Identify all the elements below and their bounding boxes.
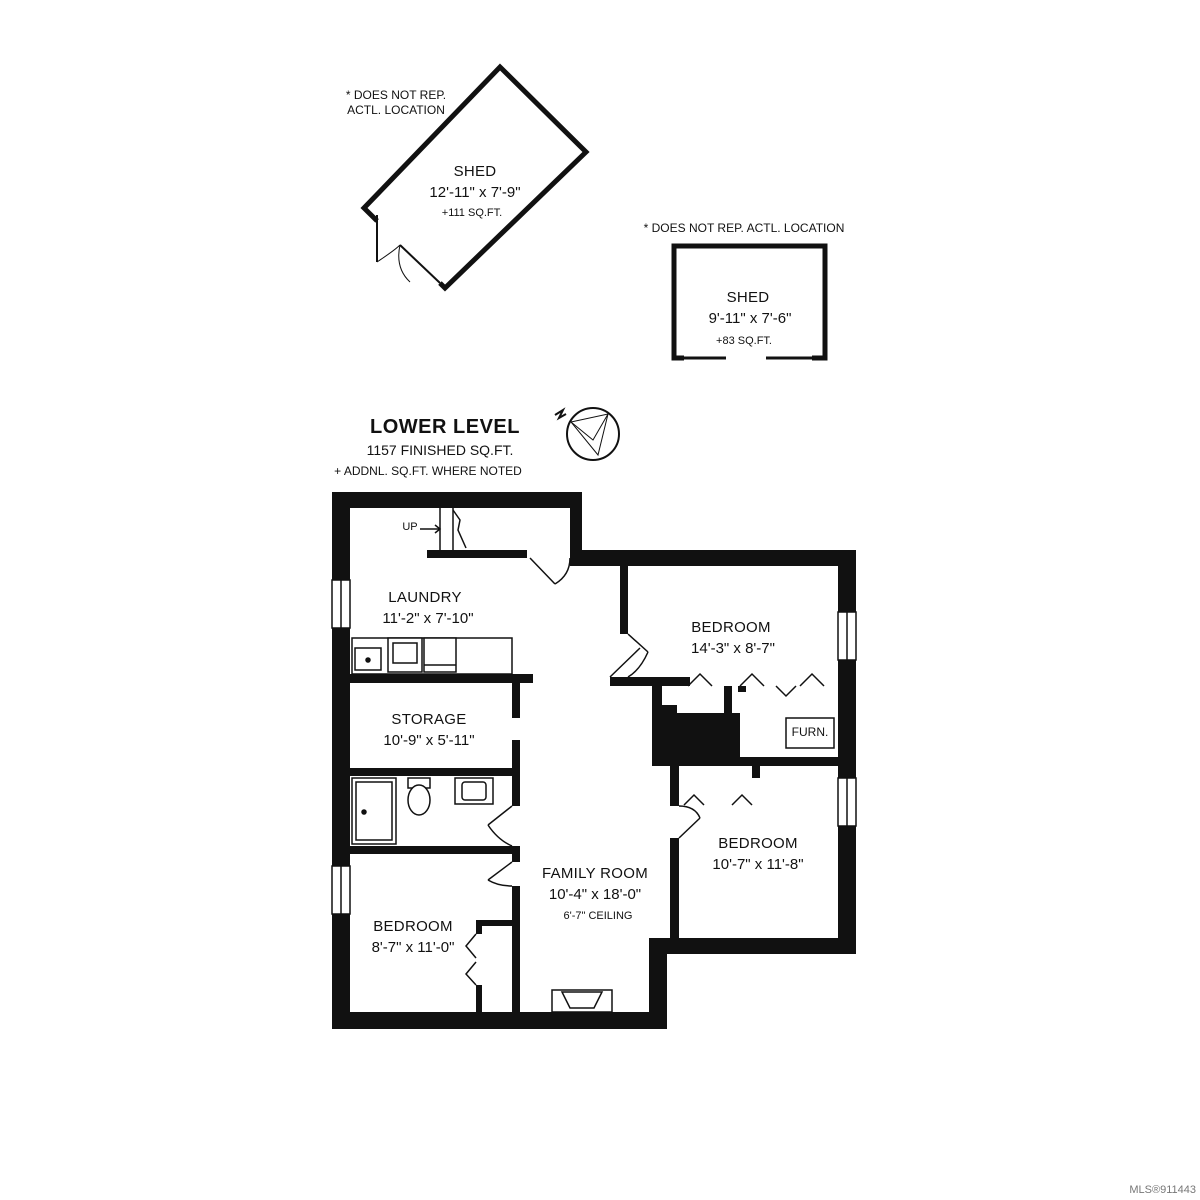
shed-1-name: SHED xyxy=(453,163,497,180)
shed-2-area: +83 SQ.FT. xyxy=(716,335,772,347)
level-title: LOWER LEVEL xyxy=(370,416,520,438)
shed-1-dims: 12'-11" x 7'-9" xyxy=(429,184,521,201)
shed-1-note-line1: * DOES NOT REP. xyxy=(345,88,447,102)
bedroom-left-name: BEDROOM xyxy=(373,918,453,935)
shed-2-dims: 9'-11" x 7'-6" xyxy=(708,310,792,327)
bedroom-right-name: BEDROOM xyxy=(718,835,798,852)
shed-1-outline xyxy=(360,63,590,292)
shed-2-note: * DOES NOT REP. ACTL. LOCATION xyxy=(643,221,845,235)
family-room-ceiling-note: 6'-7" CEILING xyxy=(563,910,633,922)
family-room-dims: 10'-4" x 18'-0" xyxy=(548,886,642,903)
furnace-label: FURN. xyxy=(791,725,829,739)
windows xyxy=(331,579,857,915)
bedroom-right-dims: 10'-7" x 11'-8" xyxy=(712,856,804,873)
level-finished-area: 1157 FINISHED SQ.FT. xyxy=(366,442,514,458)
stairs-up-label: UP xyxy=(402,521,418,533)
shed-1-area: +111 SQ.FT. xyxy=(441,207,503,219)
stairs xyxy=(420,508,467,550)
storage-name: STORAGE xyxy=(391,711,467,728)
bedroom-top-name: BEDROOM xyxy=(691,619,771,636)
laundry-name: LAUNDRY xyxy=(388,589,462,606)
mls-id: MLS®911443 xyxy=(1129,1184,1196,1196)
door-swings xyxy=(465,557,825,986)
family-room-name: FAMILY ROOM xyxy=(541,865,649,882)
bedroom-left-dims: 8'-7" x 11'-0" xyxy=(371,939,455,956)
shed-1-note-line2: ACTL. LOCATION xyxy=(347,103,445,117)
shed-2-name: SHED xyxy=(726,289,770,306)
storage-dims: 10'-9" x 5'-11" xyxy=(383,732,475,749)
bedroom-top-dims: 14'-3" x 8'-7" xyxy=(691,640,775,657)
shed-2-outline xyxy=(671,243,828,362)
compass-icon xyxy=(554,407,620,461)
laundry-dims: 11'-2" x 7'-10" xyxy=(382,610,474,627)
fixtures xyxy=(351,637,835,1013)
level-addnl-note: + ADDNL. SQ.FT. WHERE NOTED xyxy=(334,464,522,478)
